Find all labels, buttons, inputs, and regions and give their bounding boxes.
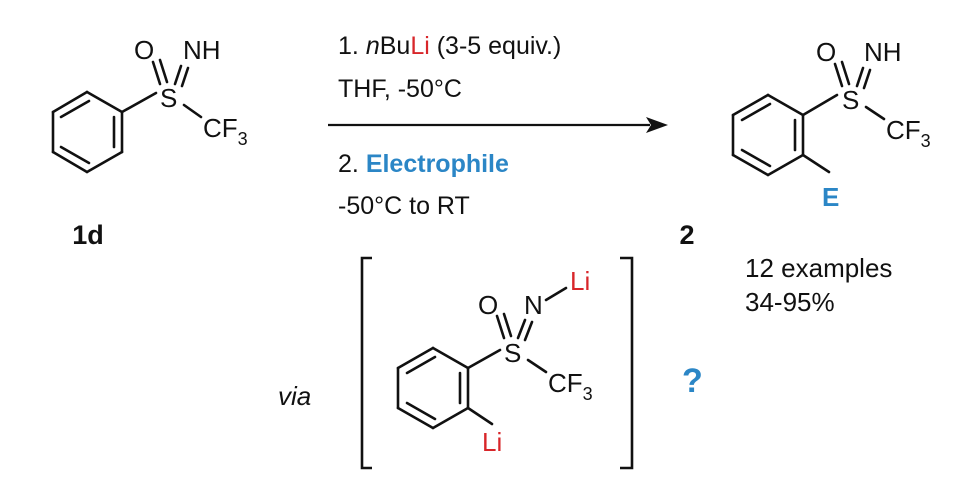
- product-s-n-double-bond-b: [862, 68, 872, 90]
- right-bracket: [620, 256, 634, 470]
- product-s-c-bond: [864, 105, 886, 121]
- intermediate-oxygen-label: O: [478, 290, 498, 320]
- intermediate-s-c-bond: [526, 358, 548, 374]
- product-electrophile-label: E: [822, 182, 839, 212]
- start-s-n-double-bond-a: [173, 64, 183, 86]
- left-bracket: [360, 256, 372, 470]
- step1-conditions: THF, -50°C: [338, 75, 462, 103]
- intermediate-sulfur-label: S: [504, 338, 521, 368]
- start-s-n-double-bond-b: [180, 66, 190, 88]
- start-nh-label: NH: [183, 35, 221, 65]
- start-oxygen-label: O: [134, 35, 154, 65]
- intermediate-s-o-double-bond-b: [502, 312, 513, 338]
- product-sulfur-label: S: [842, 85, 859, 115]
- intermediate-ring-s-bond: [466, 348, 502, 370]
- product-s-o-double-bond-a: [833, 62, 844, 88]
- intermediate-s-o-double-bond-a: [495, 314, 506, 340]
- start-s-o-double-bond-a: [151, 60, 162, 86]
- product-ring-e-bond: [801, 153, 831, 174]
- intermediate-benzene-ring: [396, 346, 470, 430]
- product-molecule: O NH S CF3 E 2 12 examples 34-95%: [679, 37, 930, 317]
- product-cf3-label: CF3: [886, 115, 931, 151]
- intermediate-nitrogen-label: N: [524, 290, 543, 320]
- product-s-o-double-bond-b: [840, 60, 851, 86]
- start-compound-label: 1d: [72, 220, 104, 250]
- product-ring-s-bond: [801, 93, 839, 117]
- via-label: via: [278, 381, 311, 411]
- step2-reagent: 2. Electrophile: [338, 150, 509, 178]
- start-cf3-label: CF3: [203, 113, 248, 149]
- intermediate-s-n-double-bond-b: [523, 320, 534, 342]
- start-ring-s-bond: [120, 91, 158, 114]
- product-oxygen-label: O: [816, 37, 836, 67]
- product-yield-range: 34-95%: [745, 287, 835, 317]
- intermediate-s-n-double-bond-a: [516, 318, 527, 340]
- start-sulfur-label: S: [160, 83, 177, 113]
- step1-reagent: 1. nBuLi (3-5 equiv.): [338, 32, 561, 60]
- start-benzene-ring: [51, 90, 124, 174]
- intermediate-molecule: O N Li S CF3 Li: [396, 266, 593, 457]
- product-s-n-double-bond-a: [855, 66, 865, 88]
- start-s-c-bond: [182, 103, 203, 119]
- intermediate-cf3-label: CF3: [548, 368, 593, 404]
- intermediate-n-lithium-label: Li: [570, 266, 590, 296]
- start-molecule: O NH S CF3 1d: [51, 35, 248, 250]
- step2-conditions: -50°C to RT: [338, 192, 470, 220]
- product-compound-label: 2: [679, 220, 694, 250]
- start-s-o-double-bond-b: [158, 58, 169, 84]
- question-mark: ?: [682, 362, 703, 400]
- intermediate-ring-li-bond: [466, 406, 494, 426]
- intermediate-n-li-bond: [544, 286, 568, 302]
- product-examples-count: 12 examples: [745, 253, 892, 283]
- reaction-arrow: [328, 117, 668, 133]
- product-nh-label: NH: [864, 37, 902, 67]
- intermediate-ring-lithium-label: Li: [482, 427, 502, 457]
- product-benzene-ring: [731, 93, 805, 177]
